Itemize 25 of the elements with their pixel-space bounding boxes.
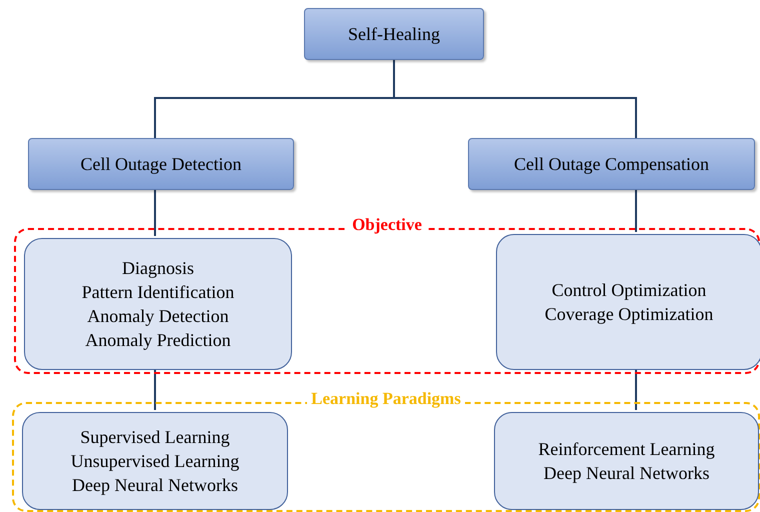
content-box (24, 238, 292, 370)
list-text: Reinforcement Learning (538, 438, 715, 461)
list-text: Deep Neural Networks (72, 474, 238, 497)
list-text: Deep Neural Networks (544, 462, 710, 485)
list-text: Pattern Identification (82, 281, 234, 304)
group-heading: Objective (348, 215, 426, 234)
connector-line (635, 368, 637, 410)
connector-line (635, 190, 637, 232)
content-box (494, 412, 759, 510)
list-text: Unsupervised Learning (70, 450, 240, 473)
category-box: Self-Healing (304, 8, 484, 60)
category-box: Cell Outage Detection (28, 138, 294, 190)
content-box (496, 234, 760, 370)
connector-line (154, 190, 156, 236)
connector-line (154, 368, 156, 410)
list-text: Anomaly Detection (87, 305, 229, 328)
connector-line (393, 60, 637, 138)
list-text: Control Optimization (552, 279, 706, 302)
group-heading: Learning Paradigms (307, 389, 465, 408)
content-box (22, 412, 288, 510)
list-text: Supervised Learning (80, 426, 230, 449)
list-text: Diagnosis (122, 257, 194, 280)
list-text: Coverage Optimization (544, 303, 714, 326)
list-text: Anomaly Prediction (85, 329, 231, 352)
category-box: Cell Outage Compensation (468, 138, 755, 190)
